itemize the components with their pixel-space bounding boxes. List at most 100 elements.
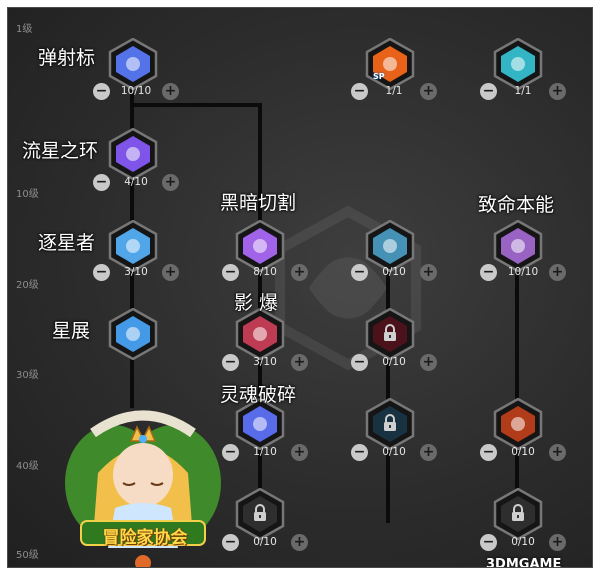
skill-points-value: 0/10: [382, 356, 406, 368]
skill-name-fatal-instinct: 致命本能: [478, 194, 555, 216]
skill-level-counter: − 3/10 +: [93, 264, 179, 282]
increase-button[interactable]: +: [420, 83, 437, 100]
decrease-button[interactable]: −: [480, 264, 497, 281]
increase-button[interactable]: +: [420, 354, 437, 371]
skill-node-dark-slash[interactable]: [235, 220, 285, 272]
skill-level-counter: − 4/10 +: [93, 174, 179, 192]
decrease-button[interactable]: −: [351, 83, 368, 100]
skill-points-value: 10/10: [120, 85, 152, 97]
skill-points-value: 1/10: [253, 446, 277, 458]
skill-level-counter: −10/10 +: [480, 264, 566, 282]
skill-level-counter: − 3/10 +: [222, 354, 308, 372]
skill-tree-panel: 1级 10级 20级 30级 40级 50级 弹射标−10/10+流星之环−4/…: [7, 7, 593, 568]
increase-button[interactable]: +: [291, 534, 308, 551]
decrease-button[interactable]: −: [480, 444, 497, 461]
increase-button[interactable]: +: [291, 354, 308, 371]
skill-node-star-chaser[interactable]: [108, 220, 158, 272]
decrease-button[interactable]: −: [222, 354, 239, 371]
decrease-button[interactable]: −: [93, 264, 110, 281]
skill-node-col3-row3[interactable]: [365, 308, 415, 360]
skill-node-shadow-burst[interactable]: [235, 308, 285, 360]
decrease-button[interactable]: −: [93, 174, 110, 191]
level-marker-1: 1级: [16, 24, 33, 35]
skill-level-counter: − 1/1 +: [480, 83, 566, 101]
skill-node-star-spread[interactable]: [108, 308, 158, 360]
skill-level-counter: − 0/10 +: [480, 444, 566, 462]
skill-node-ricochet[interactable]: [108, 38, 158, 90]
skill-level-counter: − 1/1 +: [351, 83, 437, 101]
skill-level-counter: − 0/10 +: [480, 534, 566, 552]
skill-node-cyan-skill[interactable]: [493, 38, 543, 90]
increase-button[interactable]: +: [549, 444, 566, 461]
skill-points-value: 0/10: [382, 266, 406, 278]
mascot-banner-text: 冒险家协会: [102, 528, 188, 548]
skill-points-value: 3/10: [124, 266, 148, 278]
adventurer-guild-mascot-icon: [65, 410, 221, 567]
skill-node-col3-row4[interactable]: [365, 398, 415, 450]
skill-level-counter: − 0/10 +: [351, 354, 437, 372]
decrease-button[interactable]: −: [480, 534, 497, 551]
skill-points-value: 10/10: [507, 266, 539, 278]
skill-level-counter: −0/10+: [351, 444, 437, 462]
skill-name-star-spread: 星展: [52, 320, 91, 342]
skill-node-col4-row4[interactable]: [493, 398, 543, 450]
skill-points-value: 1/1: [514, 85, 532, 97]
lock-icon: [510, 504, 526, 522]
skill-node-sp-skill[interactable]: SP: [365, 38, 415, 90]
decrease-button[interactable]: −: [222, 264, 239, 281]
skill-level-counter: − 0/10 +: [351, 264, 437, 282]
connector-line: [386, 253, 390, 523]
skill-name-soul-shatter: 灵魂破碎: [220, 384, 297, 406]
skill-points-value: 4/10: [124, 176, 148, 188]
level-marker-50: 50级: [16, 550, 39, 561]
skill-node-locked-col2-row5[interactable]: [235, 488, 285, 540]
skill-points-value: 0/10: [511, 536, 535, 548]
increase-button[interactable]: +: [162, 264, 179, 281]
increase-button[interactable]: +: [162, 174, 179, 191]
skill-node-soul-shatter[interactable]: [235, 398, 285, 450]
level-marker-30: 30级: [16, 370, 39, 381]
lock-icon: [382, 324, 398, 342]
increase-button[interactable]: +: [549, 534, 566, 551]
level-marker-40: 40级: [16, 461, 39, 472]
skill-points-value: 0/10: [253, 536, 277, 548]
site-watermark: 3DMGAME: [486, 557, 562, 568]
lock-icon: [382, 414, 398, 432]
decrease-button[interactable]: −: [480, 83, 497, 100]
decrease-button[interactable]: −: [222, 444, 239, 461]
skill-points-value: 8/10: [253, 266, 277, 278]
increase-button[interactable]: +: [549, 83, 566, 100]
level-marker-20: 20级: [16, 280, 39, 291]
skill-node-fatal-instinct[interactable]: [493, 220, 543, 272]
sp-badge: SP: [373, 72, 385, 81]
increase-button[interactable]: +: [549, 264, 566, 281]
increase-button[interactable]: +: [162, 83, 179, 100]
skill-name-ricochet: 弹射标: [38, 47, 96, 69]
decrease-button[interactable]: −: [351, 264, 368, 281]
increase-button[interactable]: +: [420, 264, 437, 281]
skill-points-value: 0/10: [511, 446, 535, 458]
decrease-button[interactable]: −: [222, 534, 239, 551]
decrease-button[interactable]: −: [93, 83, 110, 100]
skill-points-value: 3/10: [253, 356, 277, 368]
lock-icon: [252, 504, 268, 522]
skill-level-counter: − 1/10 +: [222, 444, 308, 462]
skill-points-value: 1/1: [385, 85, 403, 97]
skill-level-counter: − 8/10 +: [222, 264, 308, 282]
increase-button[interactable]: +: [291, 264, 308, 281]
decrease-button[interactable]: −: [351, 444, 368, 461]
skill-name-shadow-burst: 影 爆: [234, 292, 279, 314]
increase-button[interactable]: +: [291, 444, 308, 461]
skill-name-dark-slash: 黑暗切割: [220, 192, 297, 214]
connector-line: [515, 253, 519, 533]
decrease-button[interactable]: −: [351, 354, 368, 371]
increase-button[interactable]: +: [420, 444, 437, 461]
skill-level-counter: − 0/10 +: [222, 534, 308, 552]
skill-name-meteor-ring: 流星之环: [22, 140, 99, 162]
skill-level-counter: −10/10 +: [93, 83, 179, 101]
skill-node-col3-row2[interactable]: [365, 220, 415, 272]
skill-node-meteor-ring[interactable]: [108, 128, 158, 180]
level-marker-10: 10级: [16, 189, 39, 200]
skill-node-col4-row5[interactable]: [493, 488, 543, 540]
connector-line: [130, 103, 262, 107]
